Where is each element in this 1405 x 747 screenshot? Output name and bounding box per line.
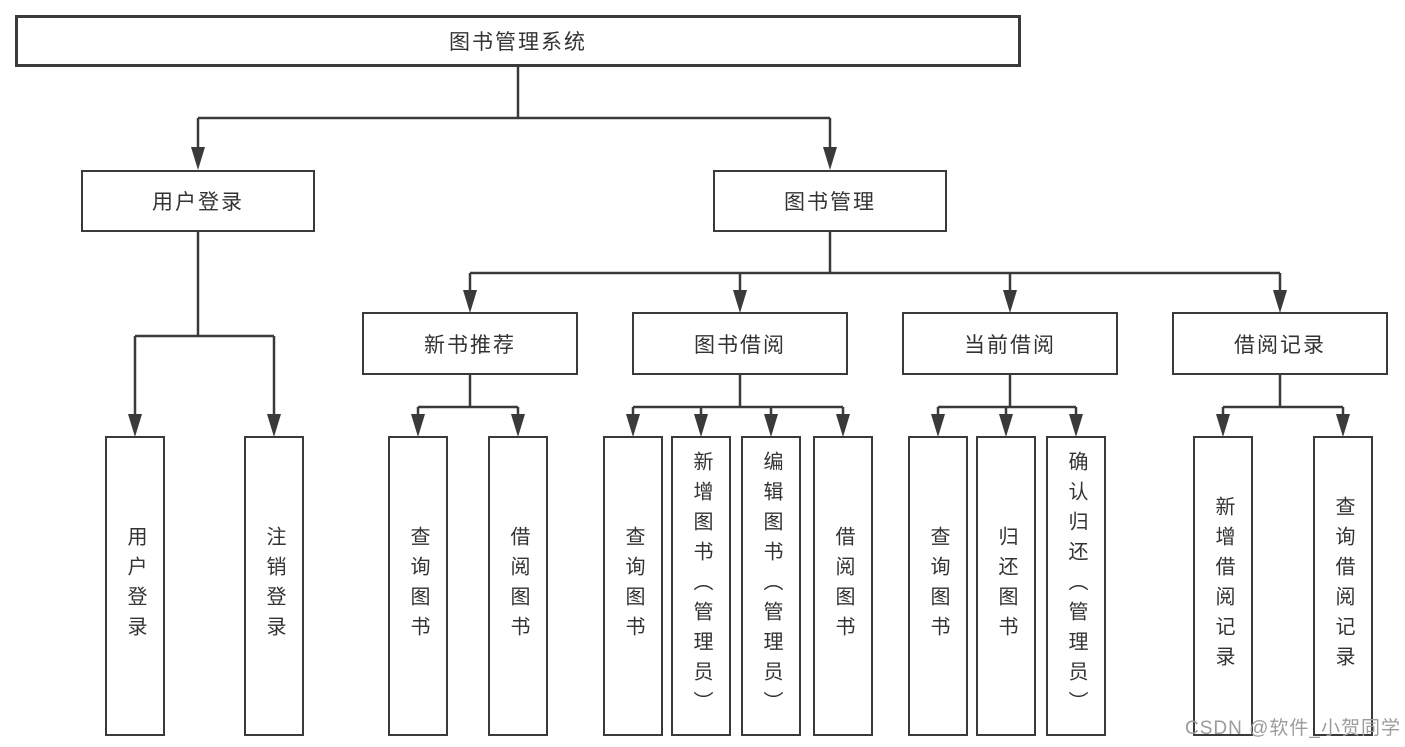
leaf-user-login: 用户登录: [105, 436, 165, 736]
leaf-borrow-books: 借阅图书: [813, 436, 873, 736]
node-user-login: 用户登录: [81, 170, 315, 232]
node-label: 图书管理: [784, 191, 876, 214]
node-new-book-recommend: 新书推荐: [362, 312, 578, 375]
node-label: 当前借阅: [964, 333, 1056, 357]
node-label: 用户登录: [124, 526, 146, 646]
node-label: 图书管理系统: [449, 31, 587, 54]
node-label: 新增借阅记录: [1212, 496, 1234, 676]
leaf-query-borrow-record: 查询借阅记录: [1313, 436, 1373, 736]
leaf-edit-books-admin: 编辑图书（管理员）: [741, 436, 801, 736]
node-label: 借阅图书: [507, 526, 529, 646]
leaf-logout: 注销登录: [244, 436, 304, 736]
node-label: 查询图书: [622, 526, 644, 646]
node-label: 注销登录: [263, 526, 285, 646]
node-label: 新增图书（管理员）: [690, 451, 712, 721]
csdn-watermark: CSDN @软件_小贺同学: [1185, 718, 1401, 739]
node-label: 借阅图书: [832, 526, 854, 646]
node-label: 确认归还（管理员）: [1065, 451, 1087, 721]
node-label: 查询图书: [407, 526, 429, 646]
leaf-confirm-return-admin: 确认归还（管理员）: [1046, 436, 1106, 736]
node-label: 归还图书: [995, 526, 1017, 646]
node-label: 新书推荐: [424, 333, 516, 357]
leaf-borrow-books: 借阅图书: [488, 436, 548, 736]
node-label: 借阅记录: [1234, 333, 1326, 357]
leaf-return-books: 归还图书: [976, 436, 1036, 736]
node-label: 图书借阅: [694, 333, 786, 357]
node-label: 查询图书: [927, 526, 949, 646]
leaf-add-borrow-record: 新增借阅记录: [1193, 436, 1253, 736]
leaf-query-books: 查询图书: [603, 436, 663, 736]
node-root-system: 图书管理系统: [15, 15, 1021, 67]
node-current-borrowing: 当前借阅: [902, 312, 1118, 375]
leaf-query-books: 查询图书: [908, 436, 968, 736]
leaf-add-books-admin: 新增图书（管理员）: [671, 436, 731, 736]
node-book-management: 图书管理: [713, 170, 947, 232]
leaf-query-books: 查询图书: [388, 436, 448, 736]
node-label: 用户登录: [152, 191, 244, 214]
node-label: 查询借阅记录: [1332, 496, 1354, 676]
node-label: 编辑图书（管理员）: [760, 451, 782, 721]
arrowhead-icons: [128, 147, 1350, 437]
node-borrowing-records: 借阅记录: [1172, 312, 1388, 375]
node-book-borrowing: 图书借阅: [632, 312, 848, 375]
